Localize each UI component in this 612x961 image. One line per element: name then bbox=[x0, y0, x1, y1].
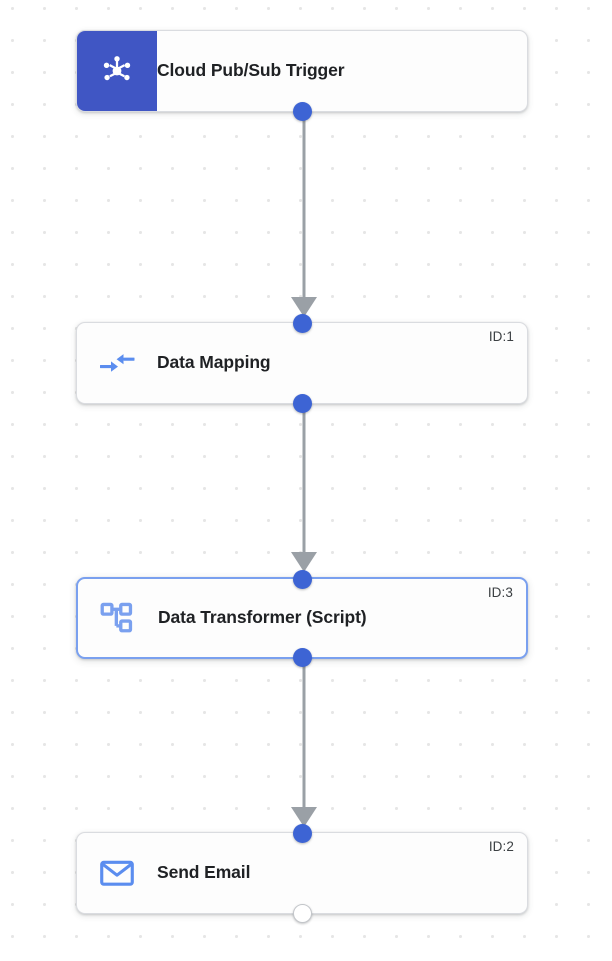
merge-arrows-icon bbox=[77, 349, 157, 377]
node-data-mapping[interactable]: ID:1 Data Mapping bbox=[76, 313, 528, 413]
pubsub-hub-icon bbox=[77, 31, 157, 111]
node-cloud-pubsub-trigger[interactable]: Cloud Pub/Sub Trigger bbox=[76, 30, 528, 121]
input-port[interactable] bbox=[292, 313, 312, 333]
output-port[interactable] bbox=[292, 393, 312, 413]
schema-hierarchy-icon bbox=[78, 601, 158, 635]
node-title: Data Transformer (Script) bbox=[158, 607, 367, 628]
node-send-email[interactable]: ID:2 Send Email bbox=[76, 823, 528, 923]
edge-data-transformer-to-send-email bbox=[291, 663, 317, 827]
input-port[interactable] bbox=[292, 823, 312, 843]
node-title: Data Mapping bbox=[157, 352, 271, 373]
input-port[interactable] bbox=[292, 569, 312, 589]
output-port[interactable] bbox=[292, 903, 312, 923]
output-port[interactable] bbox=[292, 101, 312, 121]
edge-data-mapping-to-data-transformer bbox=[291, 408, 317, 572]
node-title: Cloud Pub/Sub Trigger bbox=[157, 60, 345, 81]
node-id-label: ID:2 bbox=[488, 839, 514, 854]
node-id-label: ID:3 bbox=[487, 585, 513, 600]
output-port[interactable] bbox=[292, 647, 312, 667]
node-title: Send Email bbox=[157, 862, 251, 883]
node-id-label: ID:1 bbox=[488, 329, 514, 344]
envelope-icon bbox=[77, 858, 157, 888]
node-data-transformer-script[interactable]: ID:3 Data Transformer (Script) bbox=[76, 569, 528, 667]
edge-trigger-to-data-mapping bbox=[291, 114, 317, 317]
